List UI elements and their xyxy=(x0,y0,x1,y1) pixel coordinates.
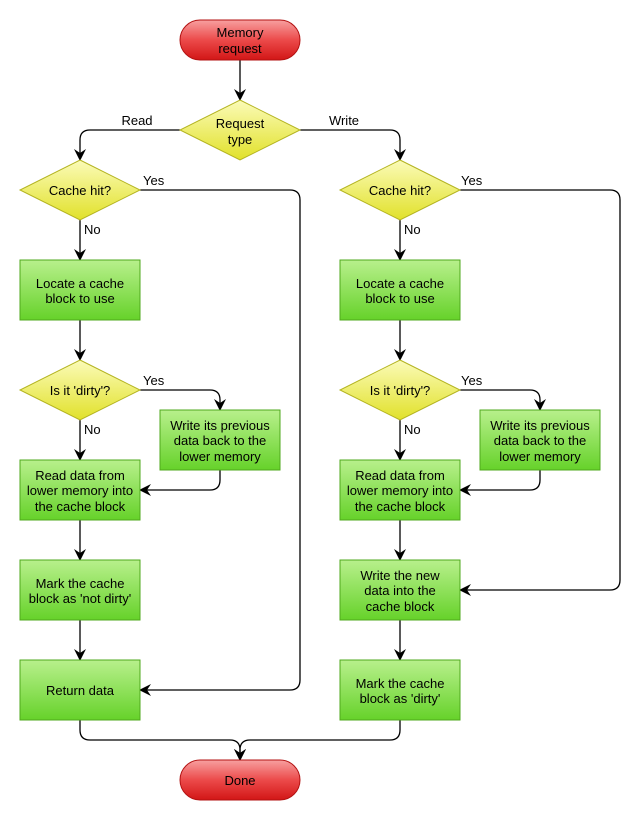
svg-text:lower memory: lower memory xyxy=(179,449,261,464)
svg-text:Read data from: Read data from xyxy=(355,468,445,483)
svg-text:block as 'dirty': block as 'dirty' xyxy=(360,691,441,706)
write-dirty-yes-label: Yes xyxy=(461,373,483,388)
branch-read-label: Read xyxy=(121,113,152,128)
svg-text:the cache block: the cache block xyxy=(355,499,446,514)
edge-write-branch xyxy=(300,129,406,161)
svg-text:Locate a cache: Locate a cache xyxy=(356,276,444,291)
svg-text:Is it 'dirty'?: Is it 'dirty'? xyxy=(50,383,111,398)
svg-text:request: request xyxy=(218,41,262,56)
write-locate-block: Locate a cache block to use xyxy=(339,259,461,321)
svg-text:block to use: block to use xyxy=(365,291,434,306)
read-cache-hit-decision: Cache hit? xyxy=(18,159,142,221)
svg-text:block to use: block to use xyxy=(45,291,114,306)
read-dirty-yes-label: Yes xyxy=(143,373,165,388)
edge-read-branch xyxy=(74,129,180,161)
write-cache-hit-no-label: No xyxy=(404,222,421,237)
edge-read-dirty-yes xyxy=(140,389,226,411)
svg-text:type: type xyxy=(228,132,253,147)
edge-write-dirty-yes xyxy=(460,389,546,411)
svg-text:Done: Done xyxy=(224,773,255,788)
read-mark-not-dirty-block: Mark the cache block as 'not dirty' xyxy=(19,559,141,621)
connectors xyxy=(74,60,621,761)
return-data-block: Return data xyxy=(19,659,141,721)
read-write-back-block: Write its previous data back to the lowe… xyxy=(159,409,281,471)
edge-read-writeback-to-read xyxy=(139,470,221,496)
read-dirty-no-label: No xyxy=(84,422,101,437)
svg-text:Mark the cache: Mark the cache xyxy=(36,576,125,591)
svg-text:Mark the cache: Mark the cache xyxy=(356,676,445,691)
read-cache-hit-no-label: No xyxy=(84,222,101,237)
svg-text:lower memory into: lower memory into xyxy=(347,483,453,498)
svg-text:data back to the: data back to the xyxy=(494,433,587,448)
done-terminal: Done xyxy=(179,759,301,801)
read-cache-hit-yes-label: Yes xyxy=(143,173,165,188)
write-dirty-no-label: No xyxy=(404,422,421,437)
write-new-data-block: Write the new data into the cache block xyxy=(339,559,461,621)
svg-text:the cache block: the cache block xyxy=(35,499,126,514)
svg-text:data into the: data into the xyxy=(364,583,436,598)
svg-text:Locate a cache: Locate a cache xyxy=(36,276,124,291)
write-dirty-decision: Is it 'dirty'? xyxy=(338,359,462,421)
svg-text:Request: Request xyxy=(216,116,265,131)
svg-text:block as 'not dirty': block as 'not dirty' xyxy=(29,591,132,606)
write-cache-hit-decision: Cache hit? xyxy=(338,159,462,221)
svg-text:Memory: Memory xyxy=(217,25,264,40)
read-locate-block: Locate a cache block to use xyxy=(19,259,141,321)
svg-text:lower memory into: lower memory into xyxy=(27,483,133,498)
svg-text:Write its previous: Write its previous xyxy=(170,418,270,433)
write-write-back-block: Write its previous data back to the lowe… xyxy=(479,409,601,471)
write-cache-hit-yes-label: Yes xyxy=(461,173,483,188)
write-mark-dirty-block: Mark the cache block as 'dirty' xyxy=(339,659,461,721)
svg-text:Is it 'dirty'?: Is it 'dirty'? xyxy=(370,383,431,398)
svg-text:Cache hit?: Cache hit? xyxy=(49,183,111,198)
edge-write-cache-hit-yes xyxy=(459,189,621,596)
read-dirty-decision: Is it 'dirty'? xyxy=(18,359,142,421)
svg-text:Cache hit?: Cache hit? xyxy=(369,183,431,198)
branch-write-label: Write xyxy=(329,113,359,128)
edge-return-to-done xyxy=(79,720,246,761)
svg-text:lower memory: lower memory xyxy=(499,449,581,464)
svg-text:Write its previous: Write its previous xyxy=(490,418,590,433)
write-read-data-block: Read data from lower memory into the cac… xyxy=(339,459,461,521)
svg-text:cache block: cache block xyxy=(366,599,435,614)
svg-text:data back to the: data back to the xyxy=(174,433,267,448)
svg-text:Return data: Return data xyxy=(46,683,115,698)
edge-read-cache-hit-yes xyxy=(139,189,301,696)
read-read-data-block: Read data from lower memory into the cac… xyxy=(19,459,141,521)
edge-write-writeback-to-read xyxy=(459,470,541,496)
svg-text:Write the new: Write the new xyxy=(360,568,440,583)
request-type-decision: Request type xyxy=(178,99,302,161)
start-terminal: Memory request xyxy=(179,19,301,61)
edge-mark-dirty-to-done xyxy=(234,720,401,761)
svg-text:Read data from: Read data from xyxy=(35,468,125,483)
